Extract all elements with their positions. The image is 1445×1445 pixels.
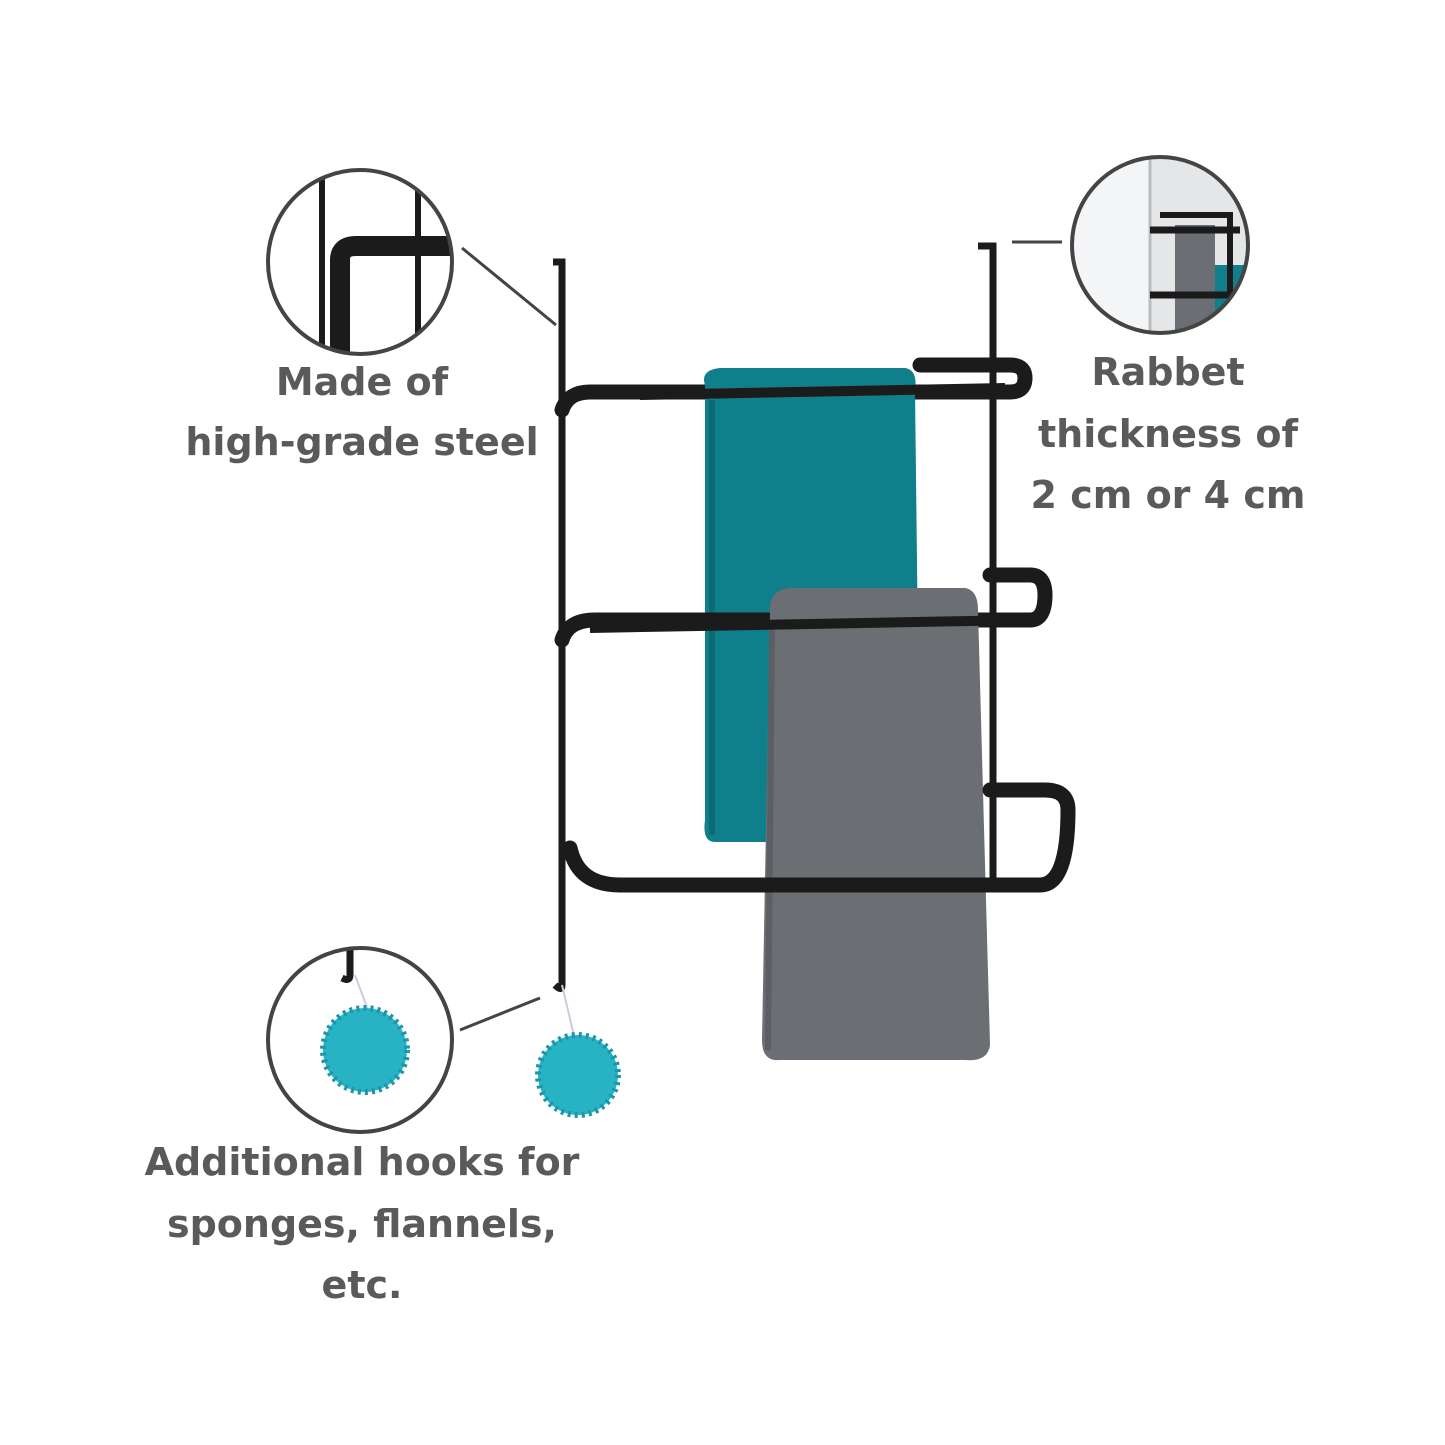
rabbet-label-line-1: Rabbet [1091,350,1244,394]
left-frame-post [552,258,566,992]
top-bar [554,357,1033,418]
towel-rack [535,242,1076,1118]
hooks-detail-callout [266,946,541,1134]
steel-label-line-2: high-grade steel [185,420,538,464]
steel-feature-label: Made of high-grade steel [185,360,538,464]
middle-bar [554,567,1053,648]
rabbet-label-line-3: 2 cm or 4 cm [1031,473,1306,517]
sponge [535,984,621,1118]
steel-detail-callout [266,168,557,356]
hooks-label-line-2: sponges, flannels, [167,1202,557,1246]
rabbet-feature-label: Rabbet thickness of 2 cm or 4 cm [1031,350,1306,517]
gray-towel [762,588,990,1061]
bottom-bar [562,782,1076,893]
rabbet-detail-callout [1012,155,1250,335]
hooks-label-line-3: etc. [322,1263,403,1307]
steel-label-line-1: Made of [276,360,449,404]
hooks-label-line-1: Additional hooks for [145,1140,580,1184]
rabbet-label-line-2: thickness of [1038,412,1298,456]
hooks-feature-label: Additional hooks for sponges, flannels, … [145,1140,580,1307]
